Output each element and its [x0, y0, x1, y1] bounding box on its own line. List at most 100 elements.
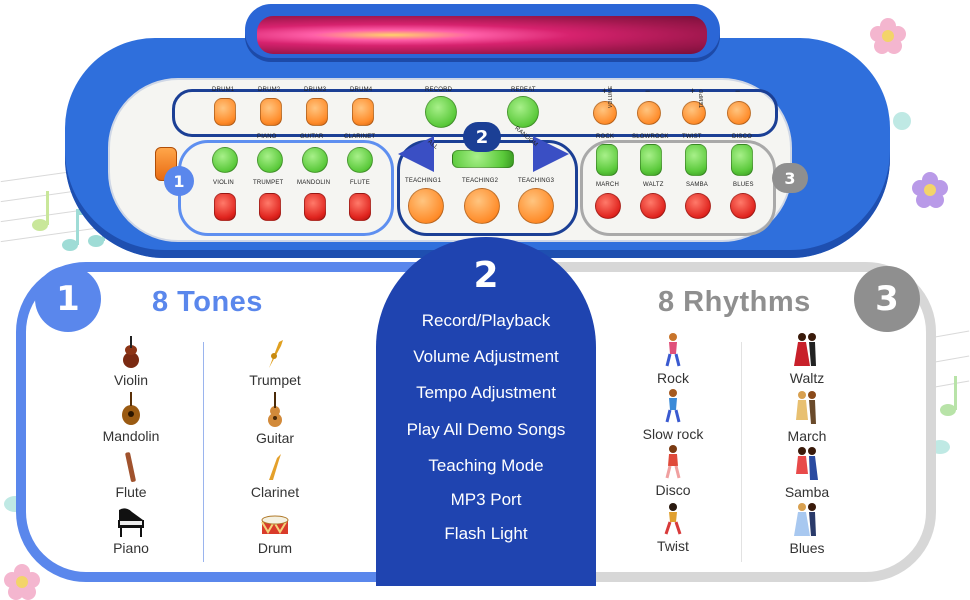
volume-minus-label: − [645, 86, 651, 96]
rhythm-item-slow-rock: Slow rock [618, 388, 728, 442]
rhythm-item-samba: Samba [752, 446, 862, 500]
tones-title: 8 Tones [152, 286, 263, 318]
rhythm-label-twist: Twist [657, 538, 689, 554]
clarinet-tone-label: CLARINET [344, 134, 376, 140]
dancing-couple-icon [794, 503, 816, 536]
feature-volume-adjustment: Volume Adjustment [413, 347, 559, 366]
feature-teaching-mode: Teaching Mode [428, 456, 544, 475]
twist-rhythm-label: TWIST [682, 134, 702, 140]
rhythm-button-3[interactable] [685, 144, 707, 176]
dancer-icon [664, 503, 682, 535]
drum4-button[interactable] [352, 98, 374, 126]
tone-button-7[interactable] [304, 193, 326, 221]
tone-label-guitar: Guitar [255, 430, 295, 446]
dancing-couple-icon [796, 391, 816, 424]
volume-up-button[interactable] [593, 101, 617, 125]
teaching3-button[interactable] [518, 188, 554, 224]
repeat-button[interactable] [507, 96, 539, 128]
keyboard-badge-1: 1 [164, 166, 194, 196]
feature-flash-light: Flash Light [444, 524, 528, 543]
rhythm-label-rock: Rock [657, 370, 689, 386]
tone-button-6[interactable] [259, 193, 281, 221]
rhythm-button-6[interactable] [640, 193, 666, 219]
rhythm-label-disco: Disco [655, 482, 691, 498]
rhythm-button-7[interactable] [685, 193, 711, 219]
piano-icon [118, 508, 144, 537]
drum1-button[interactable] [214, 98, 236, 126]
rhythm-button-1[interactable] [596, 144, 618, 176]
feature-mp3-port: MP3 Port [450, 490, 522, 509]
record-button[interactable] [425, 96, 457, 128]
tone-item-flute: Flute [76, 452, 186, 500]
flower-icon [912, 172, 948, 208]
keyboard-badge-3: 3 [772, 163, 808, 193]
tone-item-trumpet: Trumpet [220, 338, 330, 388]
rhythm-button-5[interactable] [595, 193, 621, 219]
tone-button-2[interactable] [257, 147, 283, 173]
functions-badge: 2 [473, 255, 499, 296]
tone-label-flute: Flute [115, 484, 147, 500]
rhythm-label-slow-rock: Slow rock [642, 426, 704, 442]
dancer-icon [665, 389, 681, 423]
tone-button-3[interactable] [302, 147, 328, 173]
disco-rhythm-label: DISCO [732, 134, 753, 140]
random-arrow-button[interactable] [533, 136, 569, 172]
mandolin-tone-label: MANDOLIN [297, 180, 331, 186]
tones-badge: 1 [35, 266, 101, 332]
volume-label: VOLUME [608, 85, 614, 108]
drum3-label: DRUM3 [304, 87, 327, 93]
trumpet-tone-label: TRUMPET [253, 180, 284, 186]
teaching-mode-button[interactable] [452, 150, 514, 168]
rhythms-badge: 3 [854, 266, 920, 332]
rhythm-button-2[interactable] [640, 144, 662, 176]
tone-label-mandolin: Mandolin [102, 428, 160, 444]
teaching3-label: TEACHING3 [518, 178, 555, 184]
tone-item-piano: Piano [76, 506, 186, 556]
dancing-couple-icon [796, 447, 818, 480]
flute-tone-label: FLUTE [350, 180, 371, 186]
decor-dot [893, 112, 911, 130]
rhythm-item-waltz: Waltz [752, 332, 862, 386]
functions-panel: 2 Record/Playback Volume Adjustment Temp… [376, 237, 596, 586]
feature-play-all-demo-songs: Play All Demo Songs [406, 420, 566, 439]
slowrock-rhythm-label: SLOWROCK [632, 134, 669, 140]
drum2-button[interactable] [260, 98, 282, 126]
tone-button-8[interactable] [349, 193, 371, 221]
tempo-down-button[interactable] [727, 101, 751, 125]
tone-label-piano: Piano [113, 540, 149, 556]
dancing-couple-icon [794, 333, 816, 366]
guitar-icon [268, 392, 282, 427]
flute-icon [125, 452, 136, 482]
waltz-rhythm-label: WALTZ [643, 182, 664, 188]
rock-rhythm-label: ROCK [596, 134, 615, 140]
tempo-up-button[interactable] [682, 101, 706, 125]
samba-rhythm-label: SAMBA [686, 182, 709, 188]
volume-down-button[interactable] [637, 101, 661, 125]
mandolin-icon [122, 392, 140, 425]
guitar-tone-label: GUITAR [300, 134, 324, 140]
rhythm-button-4[interactable] [731, 144, 753, 176]
teaching1-button[interactable] [408, 188, 444, 224]
tone-button-5[interactable] [214, 193, 236, 221]
teaching1-label: TEACHING1 [405, 178, 442, 184]
teaching2-button[interactable] [464, 188, 500, 224]
tempo-label: TEMPO [699, 89, 705, 108]
violin-tone-label: VIOLIN [213, 180, 234, 186]
keyboard-badge-2: 2 [463, 122, 501, 152]
rhythm-button-8[interactable] [730, 193, 756, 219]
tone-button-4[interactable] [347, 147, 373, 173]
music-note-icon [32, 191, 49, 231]
tone-item-mandolin: Mandolin [76, 392, 186, 444]
tone-label-violin: Violin [114, 372, 148, 388]
tones-divider [203, 342, 204, 562]
drum-icon [261, 515, 289, 534]
rhythm-label-march: March [787, 428, 827, 444]
blues-rhythm-label: BLUES [733, 182, 754, 188]
rhythm-item-march: March [752, 390, 862, 444]
trumpet-icon [269, 340, 283, 368]
record-label: RECORD [425, 87, 453, 93]
drum3-button[interactable] [306, 98, 328, 126]
tone-button-1[interactable] [212, 147, 238, 173]
play-all-arrow-button[interactable] [398, 136, 434, 172]
feature-tempo-adjustment: Tempo Adjustment [416, 383, 556, 402]
